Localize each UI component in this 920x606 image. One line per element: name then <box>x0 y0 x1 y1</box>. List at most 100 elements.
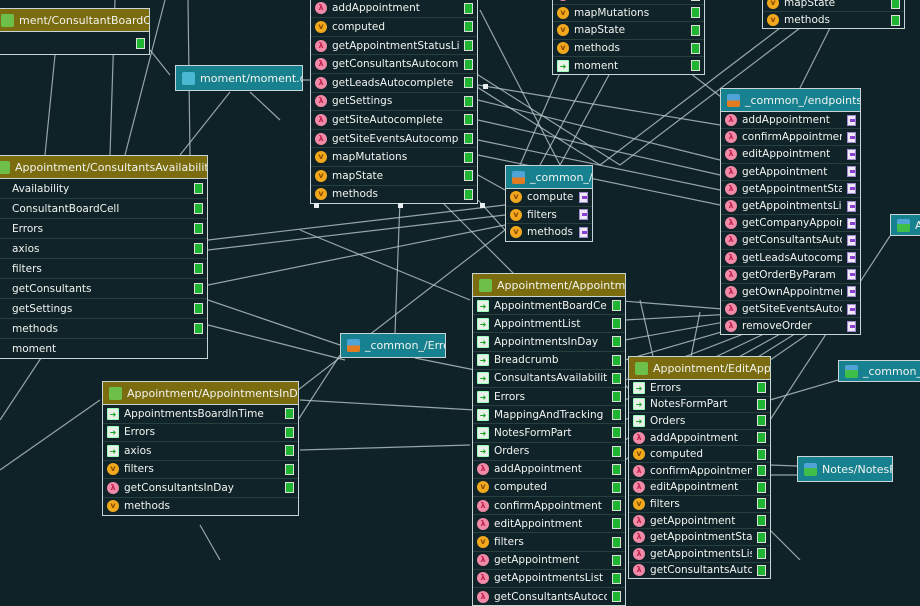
member-row[interactable]: λgetConsultantsAutocomplete <box>473 588 625 605</box>
member-row[interactable]: λgetConsultantsAutocomplete <box>311 55 477 74</box>
member-row[interactable]: ConsultantBoardCell <box>0 199 207 219</box>
import-port-icon[interactable] <box>612 372 621 384</box>
export-port-icon[interactable] <box>847 252 856 264</box>
import-port-icon[interactable] <box>612 427 621 439</box>
import-port-icon[interactable] <box>757 432 766 444</box>
export-port-icon[interactable] <box>847 131 856 143</box>
node-header[interactable]: Admi <box>891 215 920 235</box>
export-port-icon[interactable] <box>847 234 856 246</box>
node-header[interactable]: ment/ConsultantBoardCell.vue <box>0 9 149 32</box>
import-port-icon[interactable] <box>757 465 766 477</box>
import-port-icon[interactable] <box>691 0 700 1</box>
import-port-icon[interactable] <box>757 481 766 493</box>
node-header[interactable]: _common_/MappingAn <box>839 361 920 381</box>
node-top-right-a[interactable]: λgetOwnAppointmentsListvmapMutationsvmap… <box>552 0 705 75</box>
member-row[interactable]: ➜AppointmentBoardCell <box>473 297 625 316</box>
node-header[interactable]: Appointment/EditAppointment.vue <box>629 357 770 380</box>
export-port-icon[interactable] <box>847 183 856 195</box>
node-notes[interactable]: Notes/NotesFormPart.vue <box>797 456 893 482</box>
export-port-icon[interactable] <box>847 166 856 178</box>
member-row[interactable]: ➜ConsultantsAvailabilities <box>473 370 625 388</box>
import-port-icon[interactable] <box>464 170 473 182</box>
member-row[interactable]: moment <box>0 339 207 358</box>
import-port-icon[interactable] <box>757 498 766 510</box>
member-row[interactable]: λgetOwnAppointmentsList <box>553 0 704 5</box>
import-port-icon[interactable] <box>194 283 203 294</box>
import-port-icon[interactable] <box>136 37 145 49</box>
selection-handle[interactable] <box>480 203 485 208</box>
export-port-icon[interactable] <box>847 269 856 281</box>
node-appointments-in-day[interactable]: Appointment/AppointmentsInDay.vue➜Appoin… <box>102 381 299 516</box>
import-port-icon[interactable] <box>691 60 700 72</box>
member-row[interactable]: ➜NotesFormPart <box>473 424 625 443</box>
member-row[interactable]: ➜NotesFormPart <box>629 397 770 414</box>
import-port-icon[interactable] <box>464 188 473 200</box>
import-port-icon[interactable] <box>612 518 621 530</box>
member-row[interactable]: λgetSiteEventsAutocomplete <box>311 130 477 149</box>
member-row[interactable]: ➜MappingAndTracking <box>473 406 625 425</box>
node-util[interactable]: _common_/util.jsvcomputedvfiltersvmethod… <box>505 165 593 242</box>
export-port-icon[interactable] <box>847 320 856 332</box>
member-row[interactable]: ➜Errors <box>103 424 298 442</box>
member-row[interactable]: λgetOwnAppointmentsList <box>721 284 860 302</box>
import-port-icon[interactable] <box>757 548 766 560</box>
member-row[interactable]: ➜AppointmentList <box>473 315 625 334</box>
import-port-icon[interactable] <box>757 515 766 527</box>
node-header[interactable]: Notes/NotesFormPart.vue <box>798 457 892 481</box>
export-port-icon[interactable] <box>847 148 856 160</box>
import-port-icon[interactable] <box>612 463 621 475</box>
member-row[interactable]: filters <box>0 259 207 279</box>
node-mapping[interactable]: _common_/MappingAn <box>838 360 920 382</box>
import-port-icon[interactable] <box>464 95 473 107</box>
member-row[interactable]: Availability <box>0 179 207 199</box>
import-port-icon[interactable] <box>612 318 621 330</box>
member-row[interactable] <box>0 32 149 54</box>
export-port-icon[interactable] <box>847 303 856 315</box>
export-port-icon[interactable] <box>847 286 856 298</box>
import-port-icon[interactable] <box>194 243 203 254</box>
import-port-icon[interactable] <box>285 482 294 494</box>
node-top-center[interactable]: ➜ErrorsλaddAppointmentvcomputedλgetAppoi… <box>310 0 478 205</box>
node-consultant-board-cell[interactable]: ment/ConsultantBoardCell.vue <box>0 8 150 55</box>
import-port-icon[interactable] <box>194 323 203 334</box>
import-port-icon[interactable] <box>464 40 473 52</box>
member-row[interactable]: axios <box>0 239 207 259</box>
import-port-icon[interactable] <box>691 42 700 54</box>
import-port-icon[interactable] <box>464 133 473 145</box>
member-row[interactable]: ➜axios <box>103 442 298 461</box>
node-header[interactable]: moment/moment.d.ts <box>176 66 302 90</box>
import-port-icon[interactable] <box>757 564 766 576</box>
import-port-icon[interactable] <box>612 536 621 548</box>
member-row[interactable]: ➜Orders <box>629 413 770 430</box>
member-row[interactable]: ➜Errors <box>629 380 770 397</box>
node-header[interactable]: Appointment/Appointment.vue <box>473 274 625 297</box>
node-admin[interactable]: Admi <box>890 214 920 236</box>
import-port-icon[interactable] <box>194 203 203 214</box>
